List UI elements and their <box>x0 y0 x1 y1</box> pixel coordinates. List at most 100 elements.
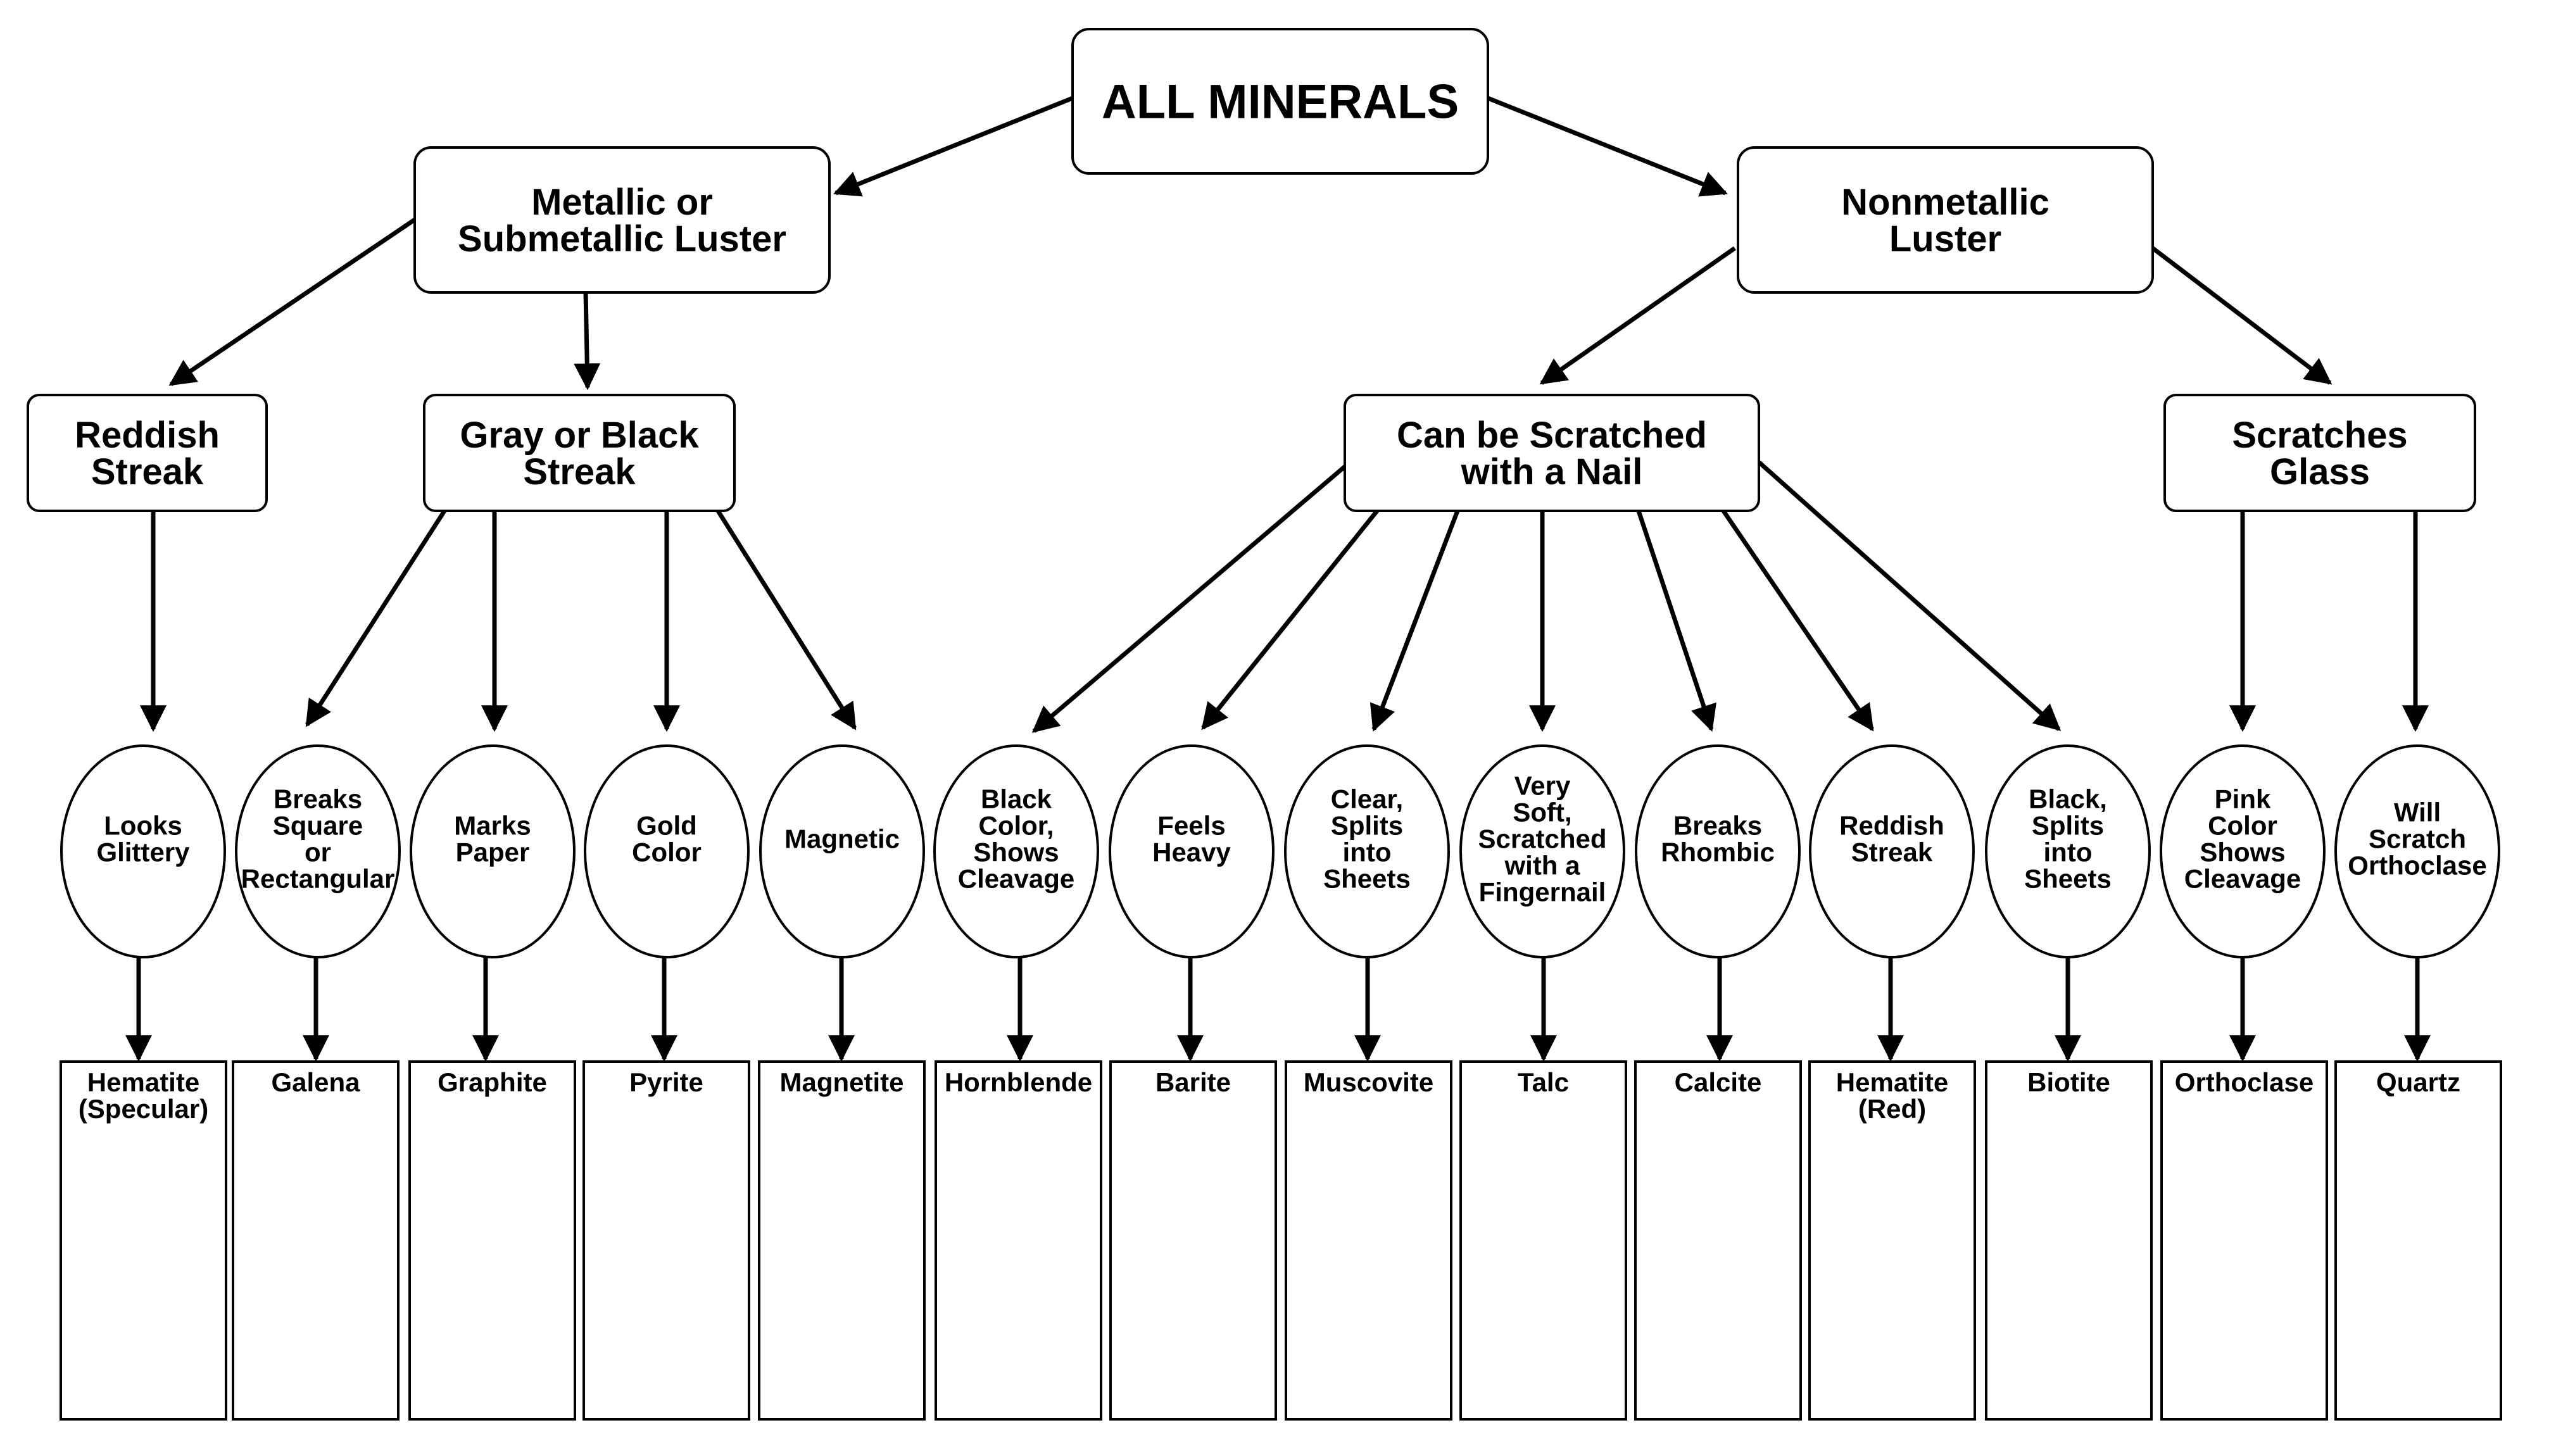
test-node-gray-black-streak-box <box>423 394 736 512</box>
property-node-magnetic-ellipse <box>759 744 925 958</box>
root-node-all-minerals-box <box>1071 28 1489 175</box>
mineral-box-hematite-red-rect <box>1808 1060 1976 1421</box>
mineral-box-galena-label: Galena <box>271 1067 360 1097</box>
property-node-breaks-rhombic-ellipse <box>1635 744 1801 958</box>
root-node-all-minerals-label: ALL MINERALS <box>1102 75 1459 129</box>
mineral-box-hornblende-label: Hornblende <box>945 1067 1092 1097</box>
arrow-nail-to-breaks-rhombic <box>1636 510 1716 732</box>
arrow-nonmetallic-to-scratches-glass <box>2151 246 2333 385</box>
mineral-box-galena-rect <box>232 1060 400 1421</box>
mineral-box-orthoclase-label: Orthoclase <box>2175 1067 2314 1097</box>
property-node-marks-paper-ellipse <box>410 744 576 958</box>
mineral-box-hematite-specular: Hematite(Specular) <box>60 1060 227 1421</box>
mineral-box-pyrite: Pyrite <box>582 1060 750 1421</box>
root-node-all-minerals: ALL MINERALS <box>1071 28 1489 175</box>
mineral-box-magnetite: Magnetite <box>758 1060 926 1421</box>
mineral-box-hematite-specular-rect <box>60 1060 227 1421</box>
mineral-box-hornblende: Hornblende <box>935 1060 1102 1421</box>
mineral-box-graphite: Graphite <box>408 1060 576 1421</box>
arrow-root-to-metallic <box>833 96 1074 197</box>
mineral-box-biotite-label: Biotite <box>2027 1067 2110 1097</box>
mineral-box-calcite: Calcite <box>1634 1060 1802 1421</box>
arrow-metallic-to-gray-black-streak <box>574 292 601 391</box>
mineral-box-barite-label: Barite <box>1155 1067 1231 1097</box>
arrow-nail-to-feels-heavy <box>1201 509 1379 731</box>
mineral-box-quartz-rect <box>2334 1060 2502 1421</box>
property-node-pink-cleavage-ellipse <box>2160 744 2326 958</box>
arrow-nonmetallic-to-scratched-nail <box>1539 246 1737 385</box>
property-node-breaks-square-ellipse <box>235 744 401 958</box>
arrow-root-to-nonmetallic <box>1487 96 1728 197</box>
mineral-box-orthoclase: Orthoclase <box>2160 1060 2328 1421</box>
property-node-very-soft-ellipse <box>1459 744 1625 958</box>
property-node-magnetic-label: Magnetic <box>784 824 900 854</box>
mineral-box-barite-rect <box>1109 1060 1277 1421</box>
mineral-box-orthoclase-rect <box>2160 1060 2328 1421</box>
mineral-box-muscovite-rect <box>1285 1060 1452 1421</box>
property-node-scratch-orthoclase-ellipse <box>2334 744 2500 958</box>
mineral-box-graphite-label: Graphite <box>438 1067 547 1097</box>
mineral-box-graphite-rect <box>408 1060 576 1421</box>
mineral-box-pyrite-label: Pyrite <box>629 1067 703 1097</box>
luster-node-nonmetallic-box <box>1737 146 2154 294</box>
property-node-reddish-streak-2-ellipse <box>1809 744 1975 958</box>
mineral-box-biotite-rect <box>1985 1060 2153 1421</box>
mineral-box-pyrite-rect <box>582 1060 750 1421</box>
mineral-box-muscovite-label: Muscovite <box>1304 1067 1433 1097</box>
property-node-black-cleavage-ellipse <box>933 744 1099 958</box>
mineral-box-magnetite-rect <box>758 1060 926 1421</box>
mineral-box-magnetite-label: Magnetite <box>779 1067 903 1097</box>
mineral-box-hornblende-rect <box>935 1060 1102 1421</box>
property-node-black-sheets-ellipse <box>1985 744 2151 958</box>
property-node-gold-color-ellipse <box>584 744 750 958</box>
property-node-feels-heavy-ellipse <box>1109 744 1275 958</box>
arrow-nail-to-black-cleavage <box>1031 465 1347 733</box>
mineral-box-talc-label: Talc <box>1518 1067 1569 1097</box>
mineral-box-quartz: Quartz <box>2334 1060 2502 1421</box>
connector-arrows <box>125 96 2431 1062</box>
mineral-box-hematite-red: Hematite(Red) <box>1808 1060 1976 1421</box>
mineral-box-hematite-red-label: Hematite(Red) <box>1836 1067 1948 1124</box>
mineral-box-talc: Talc <box>1459 1060 1627 1421</box>
mineral-box-hematite-specular-label: Hematite(Specular) <box>79 1067 208 1124</box>
property-node-magnetic: Magnetic <box>759 744 925 958</box>
mineral-box-galena: Galena <box>232 1060 400 1421</box>
property-node-looks-glittery-ellipse <box>60 744 226 958</box>
test-node-scratches-glass-box <box>2163 394 2476 512</box>
mineral-box-muscovite: Muscovite <box>1285 1060 1452 1421</box>
mineral-box-barite: Barite <box>1109 1060 1277 1421</box>
test-node-scratched-nail-box <box>1344 394 1760 512</box>
luster-node-metallic-box <box>413 146 831 294</box>
